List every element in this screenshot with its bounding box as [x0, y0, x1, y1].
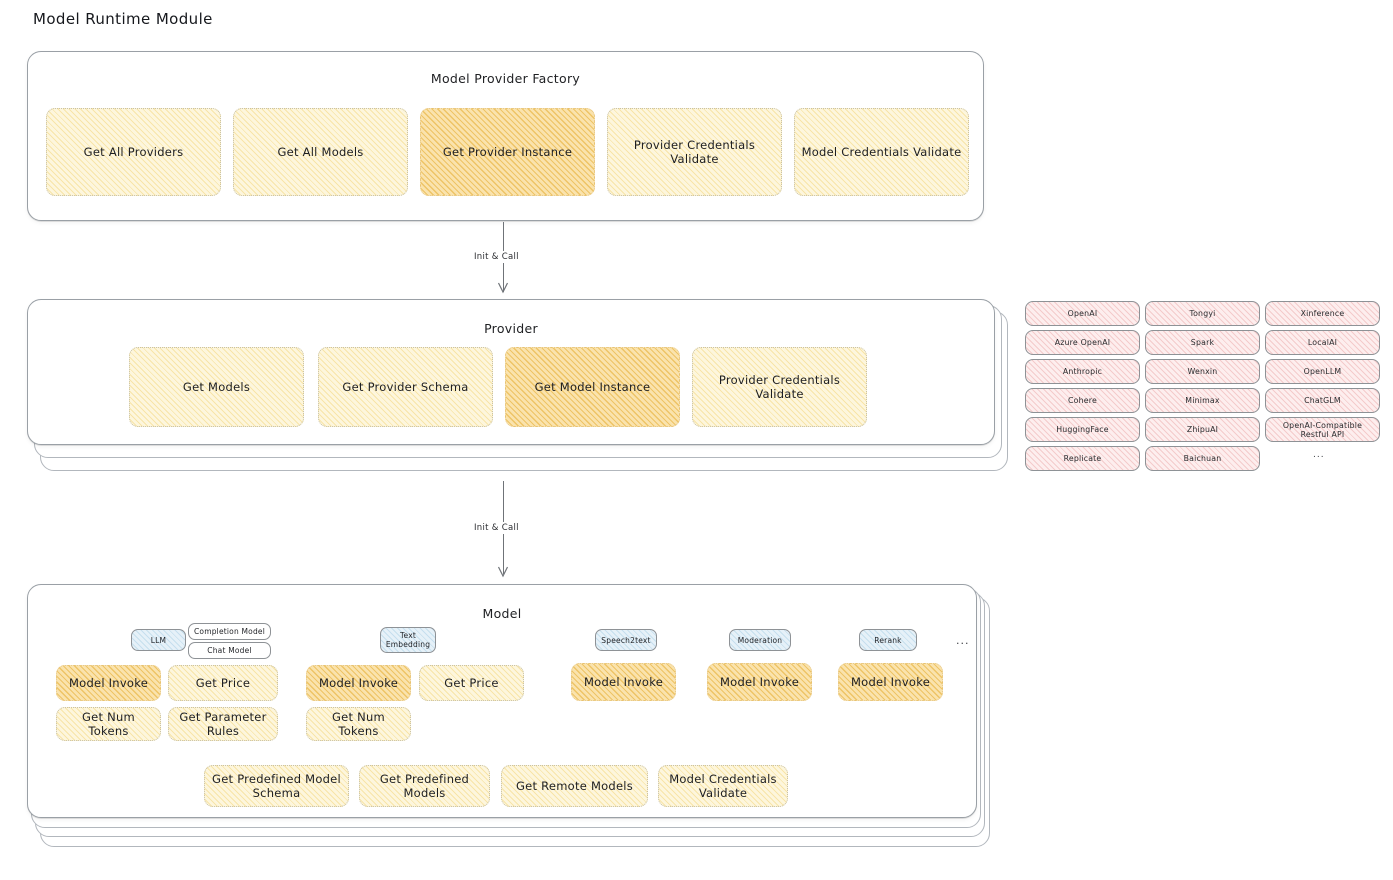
badge-model-type-llm[interactable]: LLM — [131, 629, 186, 651]
badge-model-type-rerank[interactable]: Rerank — [859, 629, 917, 651]
chip-azure-openai[interactable]: Azure OpenAI — [1025, 330, 1140, 355]
model-types-ellipsis: ... — [956, 634, 970, 647]
node-get-predefined-models[interactable]: Get Predefined Models — [359, 765, 490, 807]
arrow-head-factory-provider — [497, 282, 509, 294]
node-get-provider-schema[interactable]: Get Provider Schema — [318, 347, 493, 427]
chip-tongyi[interactable]: Tongyi — [1145, 301, 1260, 326]
panel-model: Model LLM Completion Model Chat Model Mo… — [27, 584, 977, 818]
chip-zhipuai[interactable]: ZhipuAI — [1145, 417, 1260, 442]
node-llm-model-invoke[interactable]: Model Invoke — [56, 665, 161, 701]
chip-openai-compatible-restful-api[interactable]: OpenAI-Compatible Restful API — [1265, 417, 1380, 442]
chip-replicate[interactable]: Replicate — [1025, 446, 1140, 471]
chip-openai[interactable]: OpenAI — [1025, 301, 1140, 326]
badge-llm-completion-model[interactable]: Completion Model — [188, 623, 271, 640]
chip-localai[interactable]: LocalAI — [1265, 330, 1380, 355]
node-moderation-model-invoke[interactable]: Model Invoke — [707, 663, 812, 701]
chip-baichuan[interactable]: Baichuan — [1145, 446, 1260, 471]
node-llm-get-parameter-rules[interactable]: Get Parameter Rules — [168, 707, 278, 741]
page-title: Model Runtime Module — [33, 10, 213, 28]
panel-model-provider-factory: Model Provider Factory Get All Providers… — [27, 51, 984, 221]
node-llm-get-price[interactable]: Get Price — [168, 665, 278, 701]
chip-xinference[interactable]: Xinference — [1265, 301, 1380, 326]
connector-label-init-call-1: Init & Call — [470, 251, 523, 263]
node-speech2text-model-invoke[interactable]: Model Invoke — [571, 663, 676, 701]
node-text-embedding-model-invoke[interactable]: Model Invoke — [306, 665, 411, 701]
arrow-head-provider-model — [497, 566, 509, 578]
node-get-all-models[interactable]: Get All Models — [233, 108, 408, 196]
chip-wenxin[interactable]: Wenxin — [1145, 359, 1260, 384]
chip-cohere[interactable]: Cohere — [1025, 388, 1140, 413]
chip-spark[interactable]: Spark — [1145, 330, 1260, 355]
badge-model-type-text-embedding[interactable]: Text Embedding — [380, 627, 436, 653]
chip-minimax[interactable]: Minimax — [1145, 388, 1260, 413]
chip-openllm[interactable]: OpenLLM — [1265, 359, 1380, 384]
badge-model-type-moderation[interactable]: Moderation — [729, 629, 791, 651]
node-llm-get-num-tokens[interactable]: Get Num Tokens — [56, 707, 161, 741]
node-model-credentials-validate-2[interactable]: Model Credentials Validate — [658, 765, 788, 807]
provider-list-ellipsis: ... — [1313, 450, 1325, 460]
badge-model-type-speech2text[interactable]: Speech2text — [595, 629, 657, 651]
provider-implementation-list: OpenAI Azure OpenAI Anthropic Cohere Hug… — [1025, 300, 1380, 475]
chip-chatglm[interactable]: ChatGLM — [1265, 388, 1380, 413]
node-get-remote-models[interactable]: Get Remote Models — [501, 765, 648, 807]
connector-label-init-call-2: Init & Call — [470, 522, 523, 534]
chip-huggingface[interactable]: HuggingFace — [1025, 417, 1140, 442]
node-get-predefined-model-schema[interactable]: Get Predefined Model Schema — [204, 765, 349, 807]
panel-provider: Provider Get Models Get Provider Schema … — [27, 299, 995, 445]
panel-title-model: Model — [482, 606, 522, 621]
node-get-model-instance[interactable]: Get Model Instance — [505, 347, 680, 427]
node-provider-credentials-validate[interactable]: Provider Credentials Validate — [607, 108, 782, 196]
node-provider-credentials-validate-2[interactable]: Provider Credentials Validate — [692, 347, 867, 427]
panel-title-model-provider-factory: Model Provider Factory — [430, 71, 581, 86]
badge-llm-chat-model[interactable]: Chat Model — [188, 642, 271, 659]
node-get-models[interactable]: Get Models — [129, 347, 304, 427]
node-get-provider-instance[interactable]: Get Provider Instance — [420, 108, 595, 196]
node-get-all-providers[interactable]: Get All Providers — [46, 108, 221, 196]
node-text-embedding-get-price[interactable]: Get Price — [419, 665, 524, 701]
node-model-credentials-validate[interactable]: Model Credentials Validate — [794, 108, 969, 196]
node-rerank-model-invoke[interactable]: Model Invoke — [838, 663, 943, 701]
node-text-embedding-get-num-tokens[interactable]: Get Num Tokens — [306, 707, 411, 741]
chip-anthropic[interactable]: Anthropic — [1025, 359, 1140, 384]
panel-title-provider: Provider — [484, 321, 538, 336]
